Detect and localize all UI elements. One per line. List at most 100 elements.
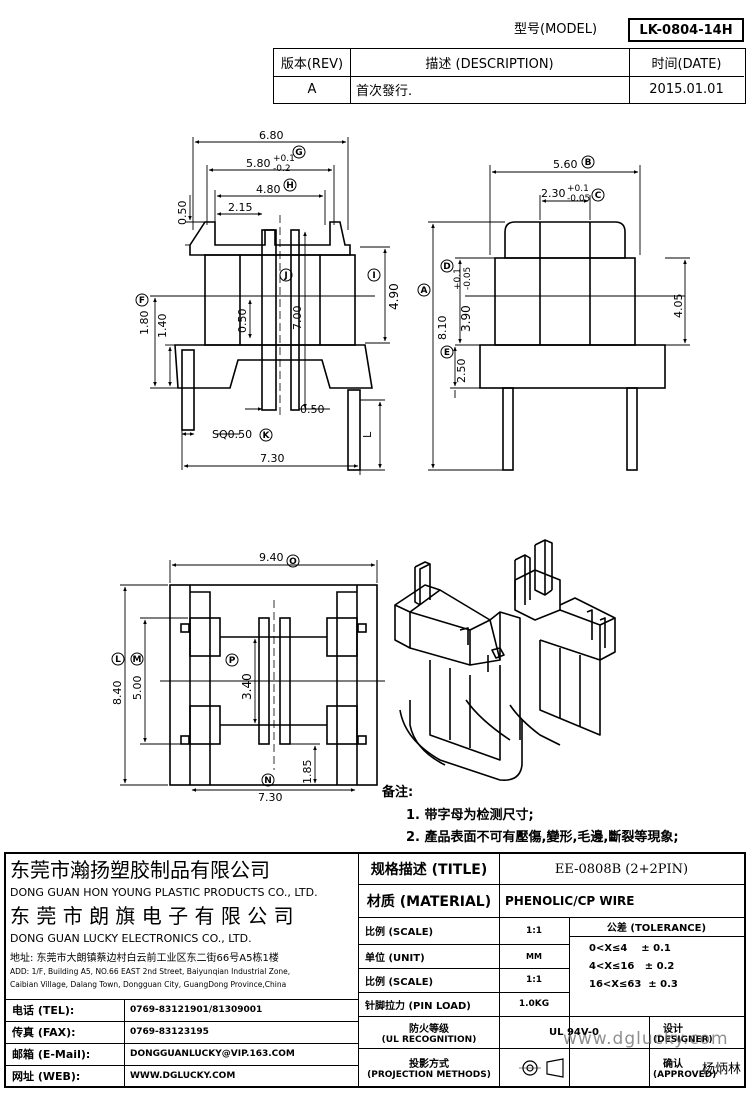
dim-730b: 7.30 bbox=[258, 791, 283, 804]
projection-label: 投影方式 (PROJECTION METHODS) bbox=[359, 1048, 499, 1086]
scale-label: 比例 (SCALE) bbox=[365, 927, 434, 938]
tel-label: 电话 (TEL): bbox=[12, 1004, 75, 1017]
dim-340: 3.40 bbox=[240, 673, 254, 700]
balloon-i: I bbox=[367, 268, 381, 282]
address-en-1: ADD: 1/F, Building A5, NO.66 EAST 2nd St… bbox=[10, 967, 291, 976]
dim-680: 6.80 bbox=[259, 129, 284, 142]
dim-230-tol-minus: -0.05 bbox=[567, 194, 590, 204]
title-value: EE-0808B (2+2PIN) bbox=[554, 861, 689, 877]
balloon-g: G bbox=[292, 145, 306, 159]
balloon-p: P bbox=[225, 653, 239, 667]
notes-title: 备注: bbox=[382, 785, 414, 800]
dim-580: 5.80 bbox=[246, 157, 271, 170]
fax-label: 传真 (FAX): bbox=[12, 1026, 76, 1039]
company-en-1: DONG GUAN HON YOUNG PLASTIC PRODUCTS CO.… bbox=[10, 886, 318, 899]
designer-label-en: (DESIGNER) bbox=[653, 1034, 713, 1045]
model-value: LK-0804-14H bbox=[639, 22, 733, 38]
model-value-box: LK-0804-14H bbox=[628, 18, 744, 42]
svg-text:O: O bbox=[289, 557, 297, 567]
dim-405: 4.05 bbox=[672, 294, 685, 319]
scale-value: 1:1 bbox=[525, 925, 543, 936]
dim-390-tol-plus: +0.1 bbox=[453, 268, 463, 290]
company-en-2: DONG GUAN LUCKY ELECTRONICS CO., LTD. bbox=[10, 932, 252, 945]
address-en-2: Caibian Village, Dalang Town, Dongguan C… bbox=[10, 980, 287, 989]
svg-text:N: N bbox=[264, 776, 272, 786]
contacts-panel: 电话 (TEL): 0769-83121901/81309001 传真 (FAX… bbox=[6, 999, 359, 1086]
sq-label: SQ0.50 bbox=[212, 428, 252, 441]
balloon-j: J bbox=[279, 268, 293, 282]
dim-490: 4.90 bbox=[387, 283, 401, 310]
note-2: 2. 產品表面不可有壓傷,變形,毛邊,斷裂等現象; bbox=[406, 830, 679, 845]
designer-label-cn: 设计 bbox=[663, 1023, 683, 1035]
svg-text:H: H bbox=[286, 181, 294, 191]
ul-label-cn: 防火等级 bbox=[409, 1023, 449, 1035]
dim-840: 8.40 bbox=[111, 681, 124, 706]
email-value[interactable]: DONGGUANLUCKY@VIP.163.COM bbox=[130, 1049, 295, 1059]
balloon-e: E bbox=[440, 345, 454, 359]
tolerance-3: 16<X≤63 ± 0.3 bbox=[589, 979, 678, 990]
dim-050c: 0.50 bbox=[300, 403, 325, 416]
svg-text:B: B bbox=[585, 158, 592, 168]
balloon-k: K bbox=[259, 428, 273, 442]
header-block: 型号(MODEL) LK-0804-14H 版本(REV) 描述 (DESCRI… bbox=[0, 0, 750, 110]
note-1: 1. 带字母为检测尺寸; bbox=[406, 808, 534, 823]
unit-value: MM bbox=[526, 951, 542, 961]
designer-label: 设计 (DESIGNER) bbox=[649, 1016, 744, 1048]
dim-940: 9.40 bbox=[259, 551, 284, 564]
material-value: PHENOLIC/CP WIRE bbox=[505, 893, 635, 908]
approved-label-en: (APPROVED) bbox=[653, 1069, 717, 1080]
dim-390-tol-minus: -0.05 bbox=[463, 267, 473, 290]
desc-value: 首次發行. bbox=[356, 84, 413, 99]
approver-name: 杨炳林 bbox=[701, 1061, 741, 1077]
ul-label: 防火等级 (UL RECOGNITION) bbox=[359, 1016, 499, 1048]
tolerance-2: 4<X≤16 ± 0.2 bbox=[589, 961, 675, 972]
material-label: 材质 (MATERIAL) bbox=[366, 893, 492, 910]
pin-load-label: 针脚拉力 (PIN LOAD) bbox=[365, 1000, 471, 1012]
svg-text:D: D bbox=[443, 262, 450, 272]
dim-140: 1.40 bbox=[156, 314, 169, 339]
dim-700: 7.00 bbox=[291, 306, 304, 331]
tolerance-1: 0<X≤4 ± 0.1 bbox=[589, 943, 671, 954]
svg-text:J: J bbox=[283, 271, 287, 281]
dim-730a: 7.30 bbox=[260, 452, 285, 465]
dim-580-tol-minus: -0.2 bbox=[273, 164, 291, 174]
date-label: 时间(DATE) bbox=[651, 57, 722, 72]
model-label: 型号(MODEL) bbox=[514, 22, 598, 37]
dim-050b: 0.50 bbox=[236, 309, 249, 334]
side-view bbox=[465, 221, 685, 471]
svg-text:P: P bbox=[229, 656, 236, 666]
web-value[interactable]: WWW.DGLUCKY.COM bbox=[130, 1070, 236, 1081]
company-cn-2: 东 莞 市 朗 旗 电 子 有 限 公 司 bbox=[10, 904, 294, 928]
tel-value: 0769-83121901/81309001 bbox=[130, 1005, 263, 1015]
projection-label-en: (PROJECTION METHODS) bbox=[367, 1069, 491, 1080]
bottom-view bbox=[160, 584, 385, 786]
balloon-m: M bbox=[130, 652, 144, 666]
desc-label: 描述 (DESCRIPTION) bbox=[425, 57, 554, 72]
dim-390: 3.90 bbox=[459, 305, 473, 332]
front-view bbox=[174, 215, 375, 471]
svg-text:A: A bbox=[421, 286, 428, 296]
svg-text:K: K bbox=[263, 431, 271, 441]
title-block: 东莞市瀚扬塑胶制品有限公司 DONG GUAN HON YOUNG PLASTI… bbox=[4, 852, 746, 1088]
isometric-view bbox=[394, 539, 616, 782]
balloon-h: H bbox=[283, 178, 297, 192]
email-label: 邮箱 (E-Mail): bbox=[12, 1048, 91, 1061]
dim-180: 1.80 bbox=[138, 311, 151, 336]
dim-810: 8.10 bbox=[436, 316, 449, 341]
technical-drawing: 6.80 5.80 +0.1 -0.2 4.80 2.15 0.50 1.80 … bbox=[111, 129, 690, 804]
dim-580-tol-plus: +0.1 bbox=[273, 154, 295, 164]
dim-185: 1.85 bbox=[301, 760, 314, 785]
scale2-label: 比例 (SCALE) bbox=[365, 976, 434, 988]
dim-230-tol-plus: +0.1 bbox=[567, 184, 589, 194]
balloon-n: N bbox=[261, 773, 275, 787]
balloon-f: F bbox=[135, 293, 149, 307]
svg-text:C: C bbox=[595, 191, 602, 201]
ul-label-en: (UL RECOGNITION) bbox=[381, 1034, 477, 1045]
dim-230: 2.30 bbox=[541, 187, 566, 200]
dim-560: 5.60 bbox=[553, 158, 578, 171]
balloons: A B C D E F G H I J K L M N O P bbox=[111, 145, 605, 787]
date-value: 2015.01.01 bbox=[649, 82, 724, 97]
balloon-o: O bbox=[286, 554, 300, 568]
watermark: www.dglucky.com bbox=[563, 1029, 729, 1049]
spec-panel: 规格描述 (TITLE) EE-0808B (2+2PIN) 材质 (MATER… bbox=[359, 854, 744, 1086]
